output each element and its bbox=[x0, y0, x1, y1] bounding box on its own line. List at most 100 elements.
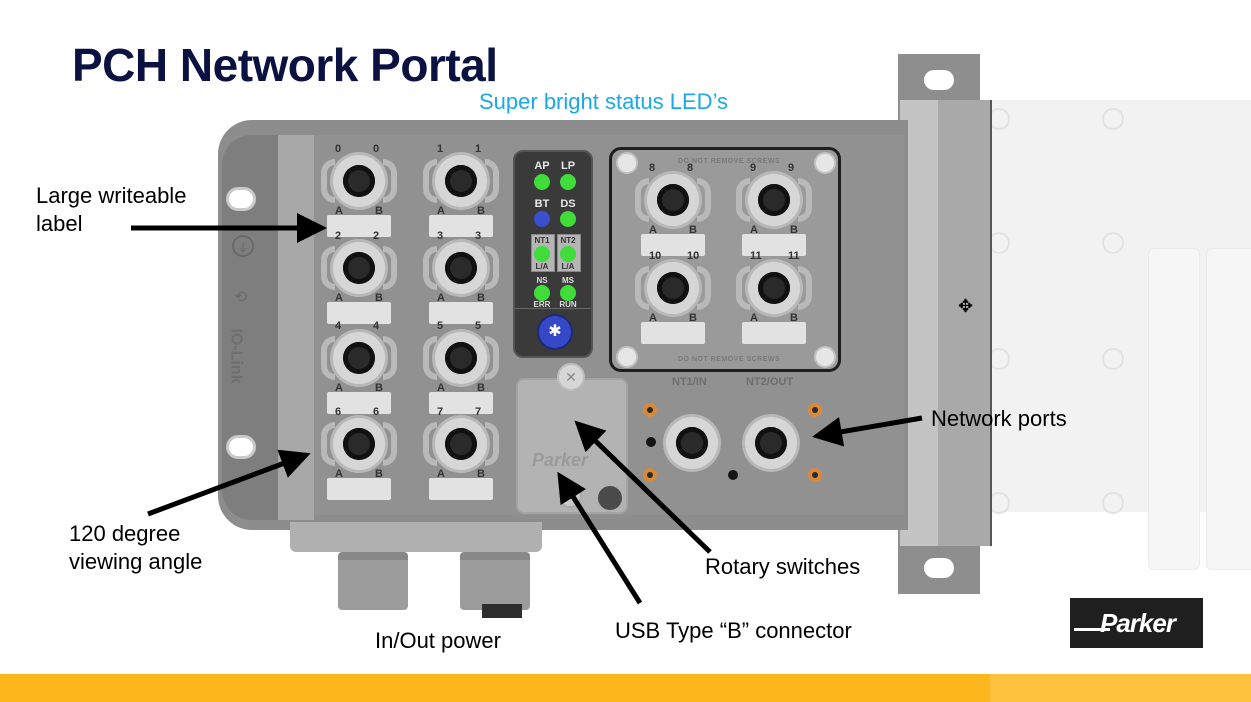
led-label-lp: LP bbox=[560, 160, 576, 172]
port-number-label: 8 bbox=[687, 162, 694, 174]
housing-side: ⏚ ⟲ IO-Link bbox=[222, 135, 282, 520]
led-label-ds: DS bbox=[560, 198, 576, 210]
io-port[interactable] bbox=[333, 332, 385, 384]
port-number-label: 4 bbox=[335, 320, 342, 332]
writeable-label bbox=[429, 215, 493, 237]
viewing-arc-b bbox=[485, 159, 499, 203]
writeable-label bbox=[641, 322, 705, 344]
port-number-label: 1 bbox=[475, 143, 482, 155]
viewing-arc-b bbox=[697, 178, 711, 222]
port-b-label: B bbox=[477, 468, 485, 480]
footer-bar-accent bbox=[990, 674, 1251, 702]
port-number-label: 11 bbox=[788, 250, 800, 262]
bracket-hole bbox=[924, 70, 954, 90]
led-ns bbox=[534, 285, 550, 301]
power-out-connector[interactable] bbox=[460, 552, 530, 610]
power-in-connector[interactable] bbox=[338, 552, 408, 610]
io-port[interactable] bbox=[333, 155, 385, 207]
io-port[interactable] bbox=[435, 242, 487, 294]
viewing-arc-a bbox=[423, 246, 437, 290]
led-label-nt1: NT1 bbox=[534, 236, 550, 245]
mount-insert bbox=[808, 403, 822, 417]
io-port[interactable] bbox=[647, 262, 699, 314]
viewing-arc-a bbox=[736, 266, 750, 310]
plate-warning-top: DO NOT REMOVE SCREWS bbox=[678, 158, 781, 165]
module-slot bbox=[1206, 248, 1251, 570]
bluetooth-button[interactable]: ✱ bbox=[539, 316, 571, 348]
viewing-arc-a bbox=[321, 422, 335, 466]
callout-power: In/Out power bbox=[375, 628, 501, 653]
io-port[interactable] bbox=[748, 174, 800, 226]
extension-modules-faded bbox=[988, 100, 1251, 570]
screw-icon bbox=[814, 152, 836, 174]
ground-icon: ⏚ bbox=[232, 235, 254, 257]
status-led-panel: AP LP BT DS NT1 NT2 L/A L/A NS MS ERR RU… bbox=[513, 150, 593, 358]
writeable-label bbox=[327, 478, 391, 500]
divider bbox=[515, 308, 591, 309]
viewing-arc-b bbox=[798, 178, 812, 222]
viewing-arc-b bbox=[383, 159, 397, 203]
screw-icon bbox=[616, 152, 638, 174]
power-base bbox=[290, 522, 542, 552]
logo-text: Parker bbox=[1100, 608, 1176, 638]
module-slot bbox=[1148, 248, 1200, 570]
port-a-label: A bbox=[437, 205, 445, 217]
port-b-label: B bbox=[375, 382, 383, 394]
rotary-knob[interactable] bbox=[598, 486, 622, 510]
writeable-label bbox=[429, 392, 493, 414]
viewing-arc-a bbox=[736, 178, 750, 222]
io-port[interactable] bbox=[435, 332, 487, 384]
mount-hole bbox=[226, 435, 256, 459]
led-label-la2: L/A bbox=[561, 262, 575, 271]
io-port[interactable] bbox=[748, 262, 800, 314]
port-number-label: 0 bbox=[335, 143, 342, 155]
io-port[interactable] bbox=[333, 418, 385, 470]
callout-viewing-line1: 120 degree bbox=[69, 521, 181, 546]
writeable-label bbox=[742, 234, 806, 256]
viewing-arc-a bbox=[635, 266, 649, 310]
port-number-label: 7 bbox=[475, 406, 482, 418]
callout-network: Network ports bbox=[931, 406, 1067, 431]
port-number-label: 2 bbox=[373, 230, 380, 242]
port-number-label: 11 bbox=[750, 250, 762, 262]
callout-leds: Super bright status LED’s bbox=[479, 89, 729, 114]
mount-insert bbox=[808, 468, 822, 482]
viewing-arc-b bbox=[383, 246, 397, 290]
io-port[interactable] bbox=[435, 418, 487, 470]
viewing-arc-b bbox=[485, 422, 499, 466]
io-link-text: IO-Link bbox=[227, 328, 245, 384]
network-port-nt1[interactable] bbox=[666, 417, 718, 469]
port-a-label: A bbox=[437, 382, 445, 394]
port-b-label: B bbox=[375, 468, 383, 480]
viewing-arc-a bbox=[321, 159, 335, 203]
io-port[interactable] bbox=[647, 174, 699, 226]
led-nt2 bbox=[560, 246, 576, 262]
viewing-arc-a bbox=[321, 246, 335, 290]
screw-icon bbox=[814, 346, 836, 368]
network-label-nt1: NT1/IN bbox=[672, 376, 707, 388]
port-a-label: A bbox=[437, 292, 445, 304]
viewing-arc-b bbox=[485, 336, 499, 380]
port-a-label: A bbox=[335, 205, 343, 217]
led-nt1 bbox=[534, 246, 550, 262]
viewing-arc-b bbox=[697, 266, 711, 310]
led-label-run: RUN bbox=[559, 300, 577, 309]
port-b-label: B bbox=[790, 224, 798, 236]
usb-b-cover[interactable]: Parker bbox=[516, 378, 628, 514]
network-label-nt2: NT2/OUT bbox=[746, 376, 794, 388]
port-number-label: 5 bbox=[437, 320, 444, 332]
network-port-nt2[interactable] bbox=[745, 417, 797, 469]
power-plug bbox=[482, 604, 522, 618]
port-number-label: 1 bbox=[437, 143, 444, 155]
io-port[interactable] bbox=[435, 155, 487, 207]
port-a-label: A bbox=[750, 224, 758, 236]
bracket-hole bbox=[924, 558, 954, 578]
writeable-label bbox=[327, 215, 391, 237]
writeable-label bbox=[429, 302, 493, 324]
bluetooth-icon: ✱ bbox=[548, 323, 562, 340]
bolt-icon bbox=[1102, 492, 1124, 514]
io-port[interactable] bbox=[333, 242, 385, 294]
callout-label-line2: label bbox=[36, 211, 83, 236]
port-a-label: A bbox=[649, 312, 657, 324]
port-number-label: 8 bbox=[649, 162, 656, 174]
